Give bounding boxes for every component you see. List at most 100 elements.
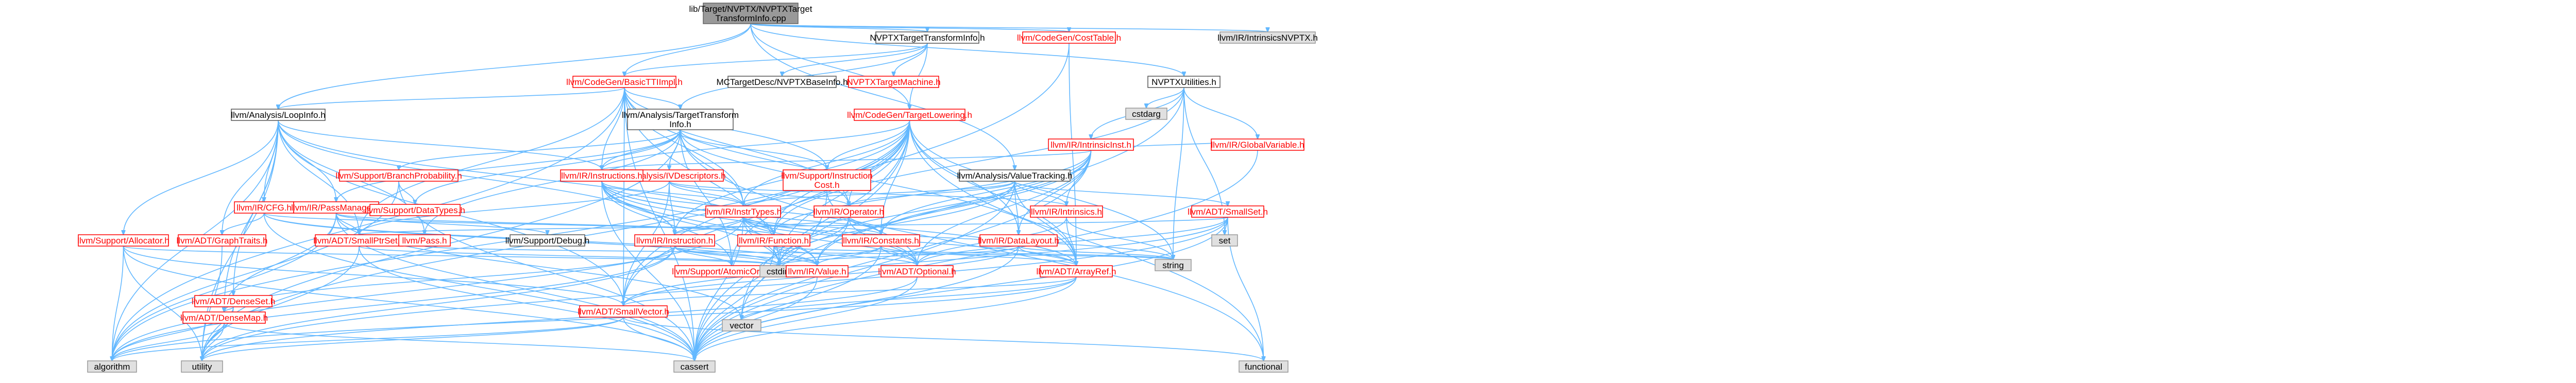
node-graphtraits[interactable]: llvm/ADT/GraphTraits.h bbox=[177, 234, 268, 247]
node-box bbox=[178, 234, 266, 247]
node-valuetrack[interactable]: llvm/Analysis/ValueTracking.h bbox=[957, 169, 1073, 182]
edge-tlower-to-instcost bbox=[827, 120, 910, 170]
edge-operator-to-value bbox=[817, 217, 850, 266]
node-box bbox=[842, 234, 920, 247]
node-label: llvm/IR/DataLayout.h bbox=[978, 236, 1059, 246]
node-box bbox=[786, 265, 849, 277]
node-smallptrset[interactable]: llvm/ADT/SmallPtrSet.h bbox=[313, 234, 405, 247]
node-box bbox=[1239, 360, 1289, 373]
node-mcdesc[interactable]: MCTargetDesc/NVPTXBaseInfo.h bbox=[716, 76, 848, 88]
edge-smallvector-to-functional bbox=[623, 317, 1264, 361]
edge-ivdesc-to-operator bbox=[669, 181, 849, 206]
edge-constants-to-cstdint bbox=[779, 246, 882, 266]
node-box bbox=[78, 234, 169, 247]
edge-intrinsicinst-to-value bbox=[817, 150, 1092, 266]
edge-tlower-to-instructions bbox=[602, 120, 910, 170]
edge-valuetrack-to-cassert bbox=[694, 181, 1015, 361]
edge-cfg-to-cassert bbox=[263, 213, 695, 361]
edge-intrinsicinst-to-instructions bbox=[602, 150, 1092, 170]
edge-passmgr-to-debug bbox=[335, 213, 548, 235]
edge-tti-to-operator bbox=[680, 129, 849, 206]
node-label: llvm/IR/Value.h bbox=[788, 267, 846, 276]
edge-basictti-to-insttypes bbox=[624, 87, 743, 206]
node-constants[interactable]: llvm/IR/Constants.h bbox=[842, 234, 920, 247]
node-nvptxutil[interactable]: NVPTXUtilities.h bbox=[1147, 76, 1221, 88]
node-insttypes[interactable]: llvm/IR/InstrTypes.h bbox=[705, 205, 782, 218]
edge-tti-to-instructions bbox=[602, 129, 681, 170]
node-box bbox=[1211, 234, 1238, 247]
node-utility: utility bbox=[181, 360, 223, 373]
node-label: llvm/ADT/SmallPtrSet.h bbox=[313, 236, 405, 246]
node-cfg[interactable]: llvm/IR/CFG.h bbox=[234, 201, 294, 214]
edge-layer bbox=[112, 23, 1268, 361]
edge-function-to-optional bbox=[773, 246, 917, 266]
node-branchprob[interactable]: llvm/Support/BranchProbability.h bbox=[335, 169, 462, 182]
edge-tti-to-datatypes bbox=[415, 129, 681, 204]
node-label: Info.h bbox=[669, 119, 691, 129]
edge-smallset-to-utility bbox=[202, 217, 1228, 361]
node-box bbox=[1048, 138, 1134, 151]
node-intrnvptx: llvm/IR/IntrinsicsNVPTX.h bbox=[1217, 31, 1318, 44]
node-box bbox=[722, 319, 761, 332]
node-box bbox=[369, 204, 461, 216]
node-function[interactable]: llvm/IR/Function.h bbox=[737, 234, 810, 247]
node-box bbox=[875, 31, 979, 44]
edge-root-to-intrnvptx bbox=[750, 23, 1268, 32]
edge-smallptrset-to-cstdint bbox=[359, 246, 779, 266]
node-label: set bbox=[1219, 236, 1231, 246]
node-label: llvm/ADT/GraphTraits.h bbox=[177, 236, 268, 246]
node-label: llvm/Support/Allocator.h bbox=[77, 236, 170, 246]
node-optional[interactable]: llvm/ADT/Optional.h bbox=[878, 265, 956, 277]
node-label: llvm/IR/Function.h bbox=[739, 236, 809, 246]
edge-root-to-tlower bbox=[750, 23, 910, 109]
node-tlower[interactable]: llvm/CodeGen/TargetLowering.h bbox=[847, 109, 972, 121]
node-nvptxtti[interactable]: NVPTXTargetTransformInfo.h bbox=[870, 31, 985, 44]
node-box bbox=[1040, 265, 1113, 277]
node-tti[interactable]: llvm/Analysis/TargetTransformInfo.h bbox=[622, 109, 739, 130]
node-intrinsics[interactable]: llvm/IR/Intrinsics.h bbox=[1030, 205, 1103, 218]
node-datatypes[interactable]: llvm/Support/DataTypes.h bbox=[365, 204, 465, 216]
node-costtable[interactable]: llvm/CodeGen/CostTable.h bbox=[1017, 31, 1121, 44]
edge-passmgr-to-densemap bbox=[224, 213, 337, 312]
node-instruction[interactable]: llvm/IR/Instruction.h bbox=[634, 234, 715, 247]
edge-root-to-valuetrack bbox=[750, 23, 1015, 170]
node-basictti[interactable]: llvm/CodeGen/BasicTTIImpl.h bbox=[566, 76, 683, 88]
node-allocator[interactable]: llvm/Support/Allocator.h bbox=[77, 234, 170, 247]
edge-valuetrack-to-operator bbox=[849, 181, 1015, 206]
edge-constants-to-arrayref bbox=[880, 246, 1076, 266]
edge-loopinfo-to-instructions bbox=[278, 120, 602, 170]
edge-ivdesc-to-intrinsics bbox=[669, 181, 1066, 206]
node-nvptxtm[interactable]: NVPTXTargetMachine.h bbox=[846, 76, 941, 88]
edge-intrinsicinst-to-constants bbox=[881, 150, 1092, 235]
node-denseset[interactable]: llvm/ADT/DenseSet.h bbox=[192, 295, 276, 307]
node-arrayref[interactable]: llvm/ADT/ArrayRef.h bbox=[1037, 265, 1116, 277]
node-datalayout[interactable]: llvm/IR/DataLayout.h bbox=[978, 234, 1059, 247]
node-loopinfo[interactable]: llvm/Analysis/LoopInfo.h bbox=[231, 109, 326, 121]
edge-smallvector-to-utility bbox=[202, 317, 624, 361]
node-box bbox=[1022, 31, 1116, 44]
edge-basictti-to-loopinfo bbox=[278, 87, 625, 109]
node-root[interactable]: lib/Target/NVPTX/NVPTXTargetTransformInf… bbox=[689, 3, 812, 24]
node-algorithm: algorithm bbox=[87, 360, 137, 373]
node-box bbox=[1125, 108, 1167, 120]
node-value[interactable]: llvm/IR/Value.h bbox=[786, 265, 849, 277]
node-smallset[interactable]: llvm/ADT/SmallSet.h bbox=[1188, 205, 1268, 218]
node-globalvar[interactable]: llvm/IR/GlobalVariable.h bbox=[1211, 138, 1304, 151]
node-label: utility bbox=[192, 362, 212, 372]
node-intrinsicinst[interactable]: llvm/IR/IntrinsicInst.h bbox=[1048, 138, 1134, 151]
node-operator[interactable]: llvm/IR/Operator.h bbox=[814, 205, 884, 218]
edge-tti-to-atomic bbox=[680, 129, 732, 266]
node-pass[interactable]: llvm/Pass.h bbox=[398, 234, 451, 247]
edge-smallset-to-smallptrset bbox=[359, 217, 1228, 235]
node-debug[interactable]: llvm/Support/Debug.h bbox=[505, 234, 589, 247]
node-label: llvm/Support/Instruction bbox=[781, 171, 873, 181]
edge-pass-to-string bbox=[424, 246, 1173, 259]
node-smallvector[interactable]: llvm/ADT/SmallVector.h bbox=[578, 305, 669, 318]
node-densemap[interactable]: llvm/ADT/DenseMap.h bbox=[180, 311, 268, 324]
node-instructions[interactable]: llvm/IR/Instructions.h bbox=[560, 169, 643, 182]
node-label: vector bbox=[730, 321, 754, 330]
node-passmgr[interactable]: llvm/IR/PassManager.h bbox=[291, 201, 381, 214]
edge-passmgr-to-function bbox=[335, 213, 774, 235]
node-label: llvm/IR/CFG.h bbox=[236, 203, 292, 213]
